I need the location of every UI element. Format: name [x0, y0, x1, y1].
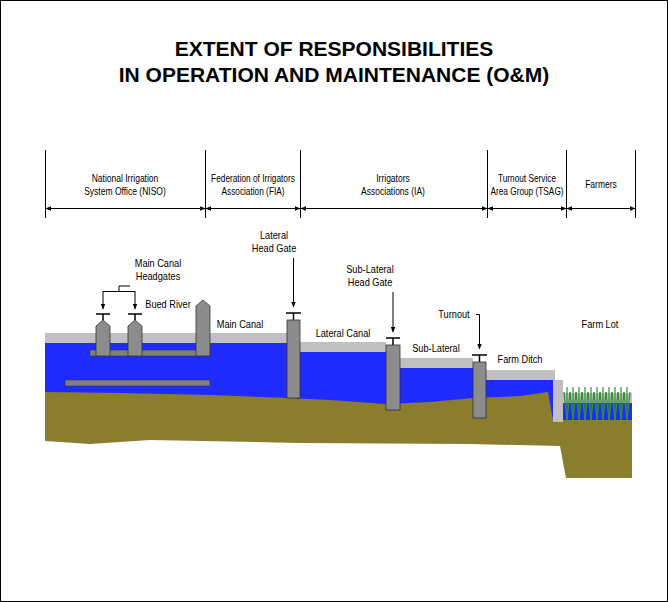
part-label: Turnout	[438, 308, 469, 321]
rice-leaf	[579, 392, 582, 420]
column-header: Turnout Service Area Group (TSAG)	[490, 172, 563, 198]
extent-arrows	[46, 208, 635, 209]
rice-leaf	[621, 392, 624, 420]
rice-plants	[564, 387, 630, 420]
column-dividers	[46, 150, 636, 218]
rice-leaf	[615, 392, 618, 420]
rice-leaf	[597, 392, 600, 420]
rice-leaf	[573, 392, 576, 420]
column-header: Irrigators Associations (IA)	[361, 172, 425, 198]
column-header: Farmers	[585, 178, 617, 191]
column-header: National Irrigation System Office (NISO)	[84, 172, 166, 198]
part-label: Main Canal Headgates	[135, 257, 182, 283]
farm-bund	[553, 380, 563, 422]
part-label: Main Canal	[217, 318, 264, 331]
rice-leaf	[585, 392, 588, 420]
rice-leaf	[603, 392, 606, 420]
ground	[45, 392, 632, 478]
rice-leaf	[591, 392, 594, 420]
part-label: Sub-Lateral	[412, 342, 460, 355]
part-label: Lateral Head Gate	[252, 229, 297, 255]
part-label: Bued River	[145, 298, 191, 311]
rice-leaf	[609, 392, 612, 420]
river-floor	[65, 380, 210, 386]
leader-lines	[103, 258, 480, 349]
part-label: Sub-Lateral Head Gate	[346, 263, 394, 289]
title: EXTENT OF RESPONSIBILITIES IN OPERATION …	[119, 36, 549, 88]
column-header: Federation of Irrigators Association (FI…	[211, 172, 295, 198]
part-label: Farm Lot	[582, 318, 619, 331]
part-label: Lateral Canal	[316, 327, 371, 340]
rice-leaf	[567, 392, 570, 420]
rice-leaf	[627, 392, 630, 420]
part-label: Farm Ditch	[498, 353, 543, 366]
canal-gates	[287, 320, 486, 418]
